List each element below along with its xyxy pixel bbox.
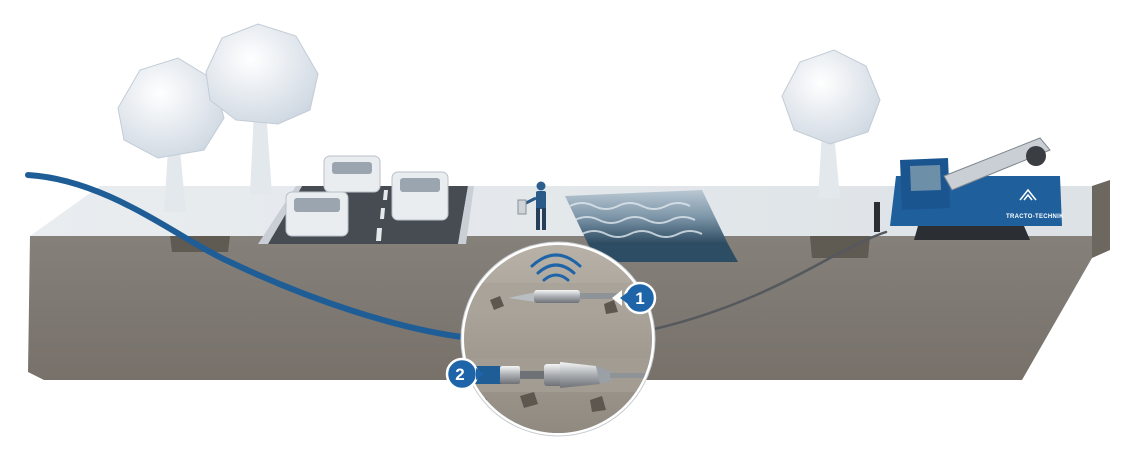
rig-mast	[943, 137, 1051, 191]
car-3	[285, 191, 349, 237]
drill-rig: TRACTO-TECHNIK	[874, 137, 1064, 240]
installed-pipe	[25, 172, 473, 341]
trench-right	[810, 236, 870, 258]
tree-icon	[205, 23, 319, 125]
water-body	[565, 190, 738, 262]
brand-logo-icon	[1019, 188, 1037, 201]
soil-rocks	[478, 296, 618, 412]
tree-trunk	[250, 110, 272, 194]
water-front	[588, 244, 738, 262]
drill-rod-string	[648, 230, 888, 332]
soil-side-face	[1092, 180, 1110, 258]
rig-pulley	[1026, 146, 1046, 166]
water-waves	[569, 202, 703, 238]
road-center-dashes	[376, 190, 388, 241]
callout-number-2: 2	[455, 365, 464, 384]
locator-device	[517, 199, 527, 215]
rig-cab-window	[910, 165, 941, 191]
rig-front-anchor	[874, 202, 880, 232]
tree-icon	[781, 49, 881, 145]
callout-badge-2: 2	[445, 357, 484, 391]
callout-badge-1: 1	[612, 281, 657, 315]
car-2	[391, 171, 449, 221]
callout-number-1: 1	[635, 289, 644, 308]
tree-1	[117, 57, 225, 212]
signal-waves-icon	[530, 253, 582, 282]
tree-3	[781, 49, 881, 198]
person-icon	[517, 181, 546, 230]
drill-head-icon	[508, 290, 620, 303]
detail-magnifier	[460, 241, 656, 437]
tree-2	[205, 23, 319, 194]
road-curb-right	[458, 186, 474, 244]
brand-label: TRACTO-TECHNIK	[1006, 214, 1064, 220]
tree-trunk	[818, 132, 840, 198]
car-1	[323, 155, 381, 193]
tree-trunk	[164, 150, 186, 212]
tree-icon	[117, 57, 225, 159]
rig-track	[914, 226, 1030, 240]
